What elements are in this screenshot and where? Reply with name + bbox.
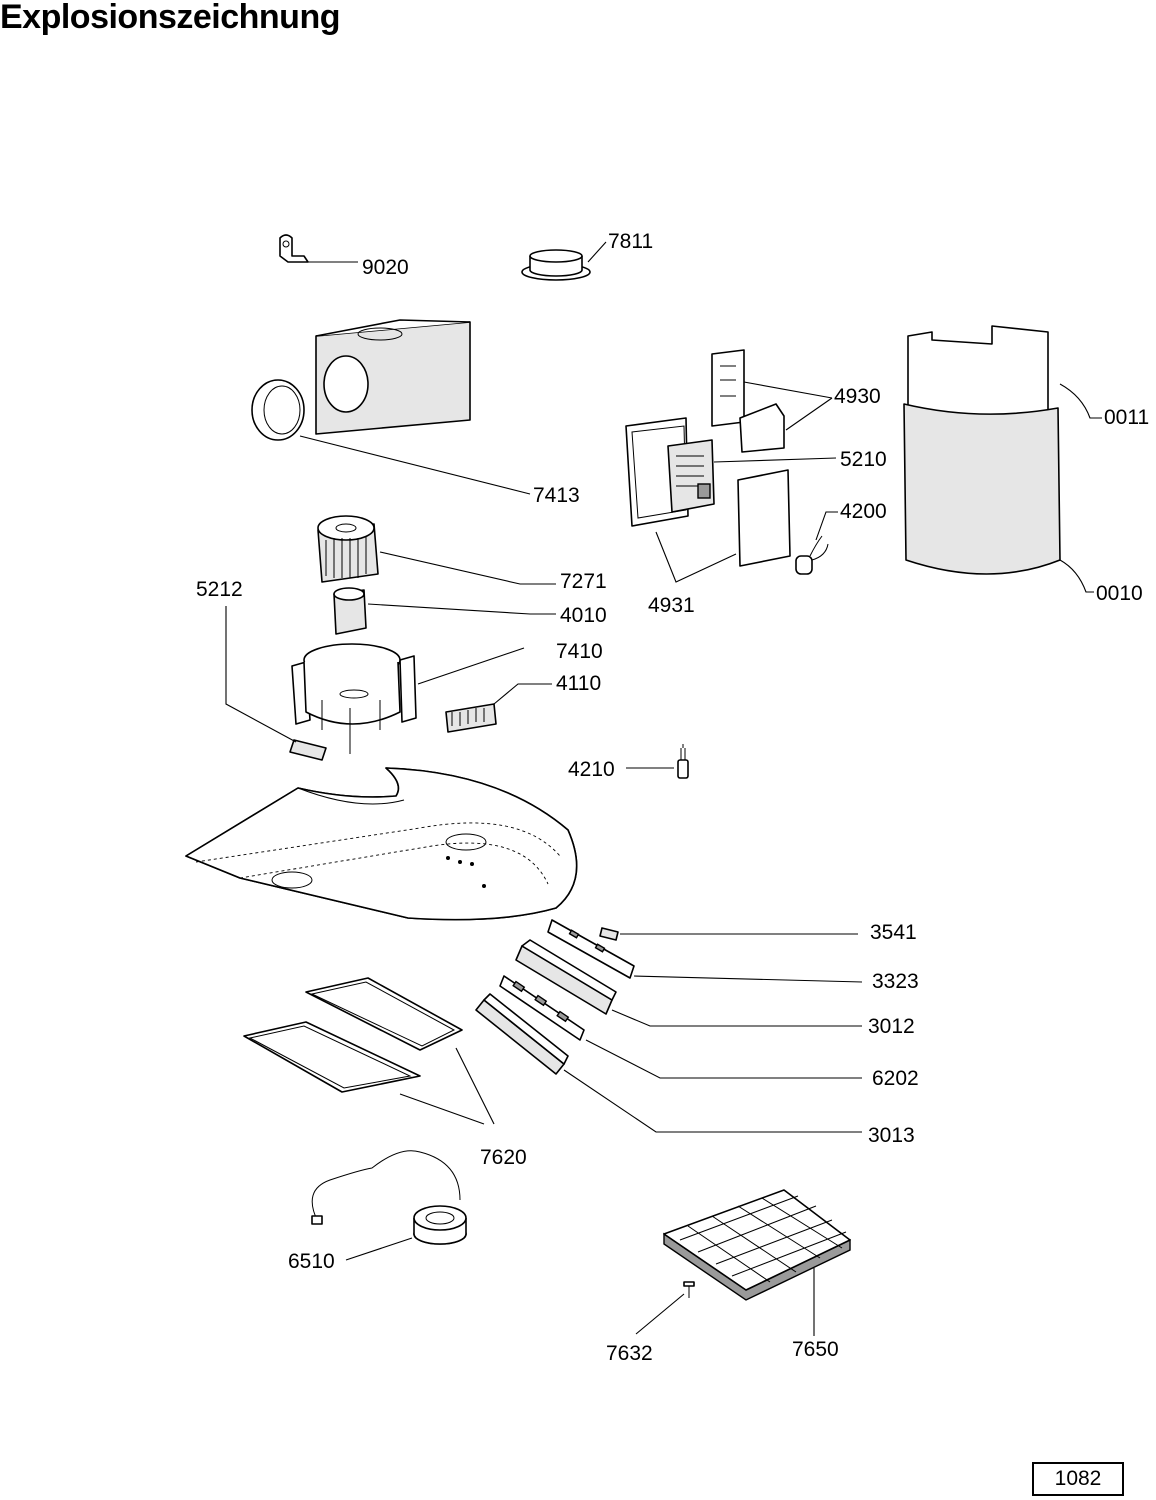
part-5212-clip xyxy=(225,606,327,761)
part-3013-bar xyxy=(475,993,862,1133)
part-6510-sensor xyxy=(311,1150,467,1261)
label-4010: 4010 xyxy=(560,604,607,627)
part-6202-panel xyxy=(499,975,862,1079)
label-6510: 6510 xyxy=(288,1250,335,1273)
label-4210: 4210 xyxy=(568,758,615,781)
part-7410-fan-frame xyxy=(291,643,525,754)
page-title: Explosionszeichnung xyxy=(0,0,340,36)
part-7650-carbon-filter xyxy=(663,1189,851,1336)
label-6202: 6202 xyxy=(872,1067,919,1090)
part-4110-switch xyxy=(445,683,552,733)
label-9020: 9020 xyxy=(362,256,409,279)
label-5210: 5210 xyxy=(840,448,887,471)
label-4110: 4110 xyxy=(556,672,601,695)
part-3323-strip xyxy=(547,919,863,983)
label-0010: 0010 xyxy=(1096,582,1143,605)
label-4930: 4930 xyxy=(834,385,881,408)
part-4010-motor xyxy=(333,587,556,635)
label-4931: 4931 xyxy=(648,594,695,617)
part-canopy-hood xyxy=(185,767,578,921)
part-7811-ring xyxy=(521,241,607,281)
label-3013: 3013 xyxy=(868,1124,915,1147)
part-7620-filters xyxy=(243,977,495,1125)
label-7811: 7811 xyxy=(608,230,653,253)
part-9020-bracket xyxy=(279,234,358,263)
label-7620: 7620 xyxy=(480,1146,527,1169)
label-4200: 4200 xyxy=(840,500,887,523)
label-3323: 3323 xyxy=(872,970,919,993)
part-7271-fan-wheel xyxy=(317,515,556,585)
label-7632: 7632 xyxy=(606,1342,653,1365)
part-4930-brackets xyxy=(711,349,833,453)
part-4200-capacitor xyxy=(795,511,838,575)
part-4931-control-box xyxy=(625,417,837,527)
part-3541 xyxy=(599,927,858,941)
label-7410: 7410 xyxy=(556,640,603,663)
label-3541: 3541 xyxy=(870,921,917,944)
part-7632-screw xyxy=(635,1281,695,1335)
label-7271: 7271 xyxy=(560,570,607,593)
part-4931-plate xyxy=(655,469,791,583)
label-7650: 7650 xyxy=(792,1338,839,1361)
label-3012: 3012 xyxy=(868,1015,915,1038)
page-number: 1082 xyxy=(1032,1462,1124,1496)
label-7413: 7413 xyxy=(533,484,580,507)
part-0010-0011-chimney xyxy=(903,325,1102,593)
part-3012-bar xyxy=(515,939,862,1027)
part-7413-housing xyxy=(251,319,531,495)
part-4210-lamp xyxy=(626,744,689,779)
label-0011: 0011 xyxy=(1104,406,1149,429)
label-5212: 5212 xyxy=(196,578,243,601)
